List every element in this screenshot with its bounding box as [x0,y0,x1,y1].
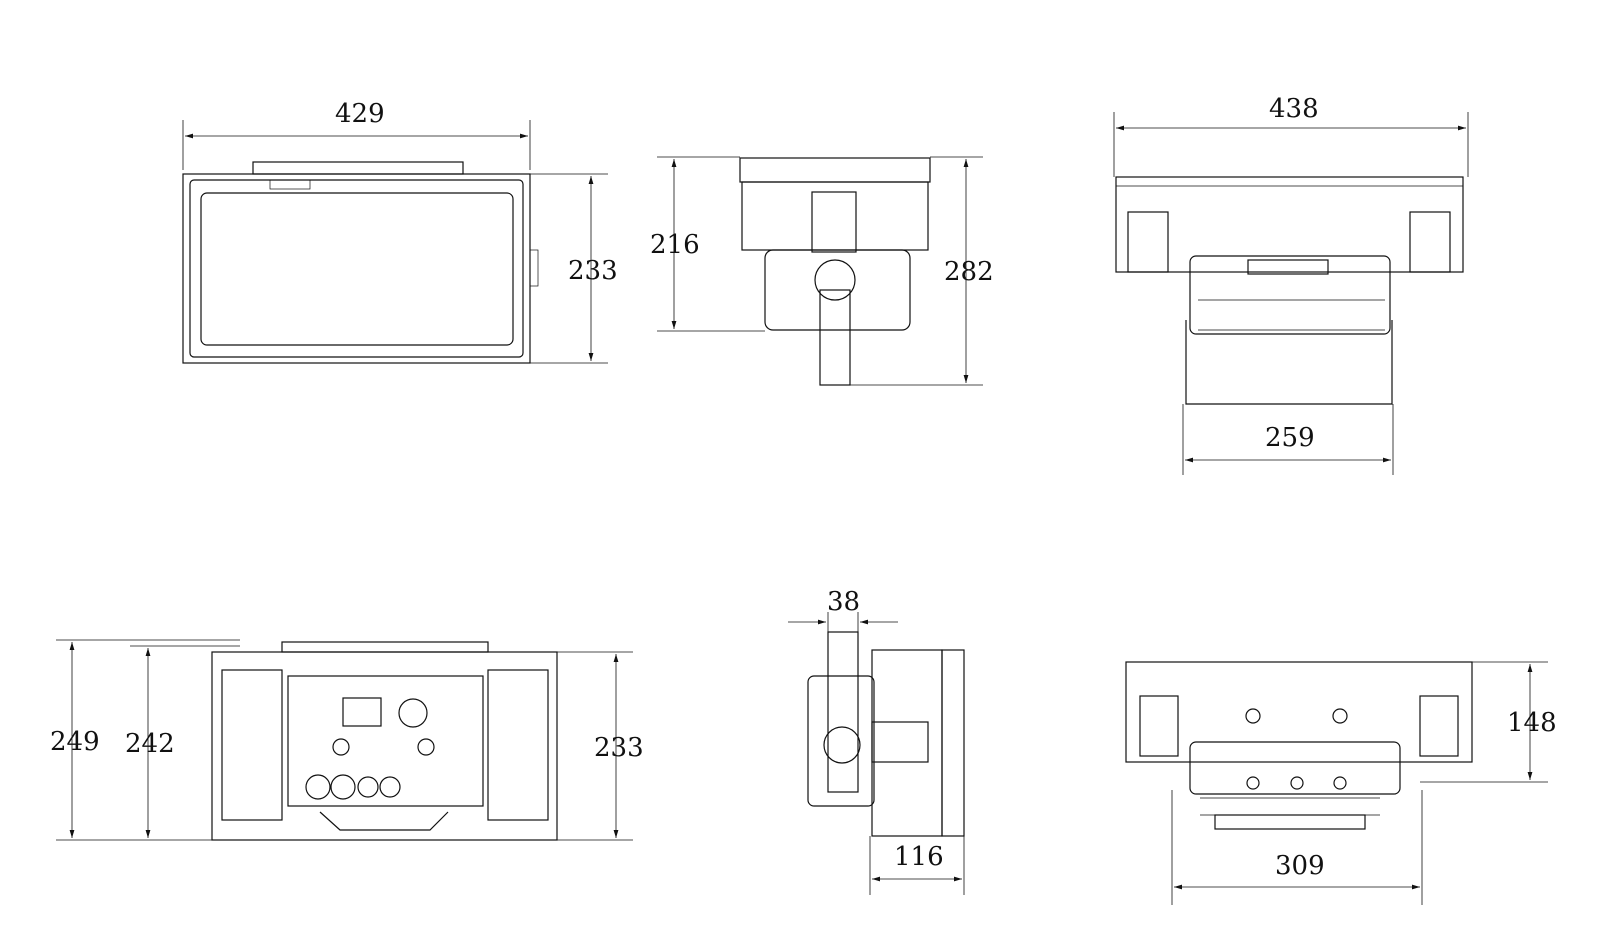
dim-rear-body: 242 [125,729,175,759]
side-view-2 [788,612,965,895]
dim-front-width: 429 [335,99,385,129]
dim-top-bracket: 259 [1265,423,1315,453]
dim-side2-depth: 116 [894,842,944,872]
dim-top-width: 438 [1269,94,1319,124]
top-view [1113,112,1469,475]
dim-bottom-height: 148 [1507,708,1557,738]
rear-view [56,639,633,841]
dim-side-height: 282 [944,257,994,287]
dim-bottom-width: 309 [1275,851,1325,881]
dim-rear-height: 233 [594,733,644,763]
front-view [182,120,608,364]
dim-side-depth: 216 [650,230,700,260]
side-view [657,156,983,386]
dim-side2-bracket: 38 [827,587,860,617]
dim-rear-total: 249 [50,727,100,757]
dim-front-height: 233 [568,256,618,286]
bottom-view [1125,661,1548,905]
